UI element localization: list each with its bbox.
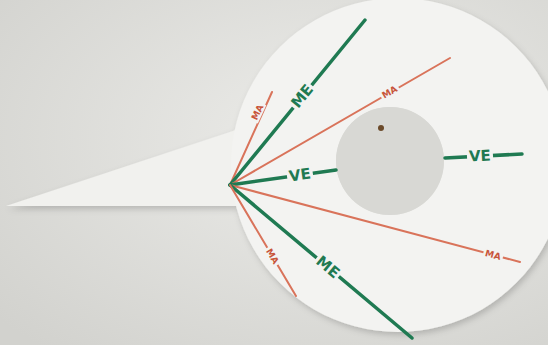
planet-label: VE — [467, 148, 494, 164]
planet-label: MA — [482, 248, 504, 262]
planet-label: MA — [379, 83, 401, 101]
radial-lines — [230, 20, 522, 338]
pointer — [6, 128, 246, 206]
planet-label: ME — [312, 252, 344, 282]
ring — [231, 0, 548, 332]
planet-label: VE — [286, 166, 314, 184]
planet-label: ME — [288, 80, 318, 112]
pin — [378, 125, 384, 131]
disc-and-pointer — [6, 0, 548, 332]
planet-label: MA — [250, 101, 267, 123]
hole — [336, 107, 444, 215]
planet-label: MA — [263, 245, 281, 267]
